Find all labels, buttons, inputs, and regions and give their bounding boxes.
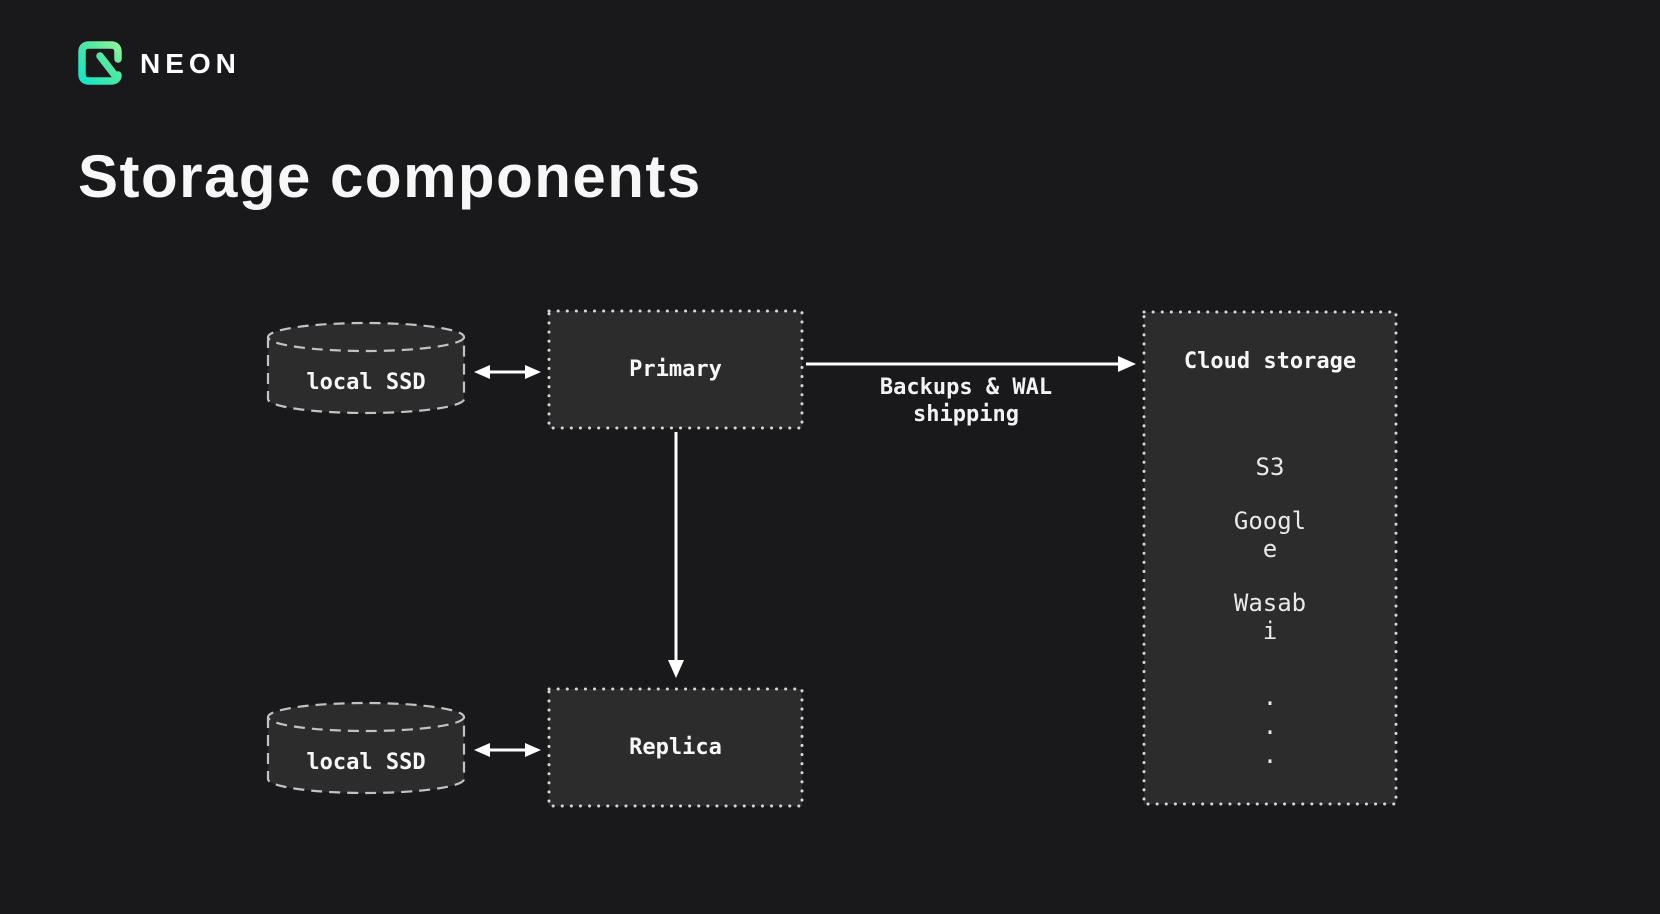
node-replica: Replica xyxy=(547,687,804,808)
ellipsis-dot: . xyxy=(1262,712,1278,740)
brand: NEON xyxy=(74,38,241,88)
cloud-item-wasabi: Wasabi xyxy=(1233,589,1307,645)
node-label: local SSD xyxy=(306,370,426,395)
arrow-localssd-replica-bidirectional xyxy=(474,743,541,757)
arrow-localssd-primary-bidirectional xyxy=(474,365,541,379)
neon-logo-icon xyxy=(78,41,122,85)
ellipsis-dot: . xyxy=(1262,683,1278,711)
arrow-primary-to-replica xyxy=(668,432,684,678)
node-label: local SSD xyxy=(306,750,426,775)
cylinder-shape xyxy=(266,701,466,795)
node-primary: Primary xyxy=(547,309,804,430)
dotted-box-shape xyxy=(547,687,804,808)
page-title: Storage components xyxy=(78,143,702,210)
cloud-storage-title: Cloud storage xyxy=(1183,349,1357,374)
edge-label-backups-wal: Backups & WAL shipping xyxy=(879,375,1053,427)
node-local-ssd-bottom: local SSD xyxy=(264,700,468,798)
node-cloud-storage: Cloud storage S3 Google Wasabi . . . xyxy=(1142,310,1398,806)
cloud-item-s3: S3 xyxy=(1255,453,1285,481)
dotted-box-shape xyxy=(547,309,804,430)
cloud-item-google: Google xyxy=(1233,507,1307,563)
node-local-ssd-top: local SSD xyxy=(264,320,468,418)
node-label: Replica xyxy=(629,734,722,760)
ellipsis-dot: . xyxy=(1262,741,1278,769)
cylinder-shape xyxy=(266,321,466,415)
dotted-box-shape xyxy=(1142,310,1398,806)
arrow-primary-to-cloud xyxy=(806,356,1136,372)
cloud-storage-items: S3 Google Wasabi . . . xyxy=(1142,453,1398,770)
brand-wordmark: NEON xyxy=(140,48,241,79)
node-label: Primary xyxy=(629,356,722,382)
cloud-items-ellipsis: . . . xyxy=(1263,683,1277,770)
